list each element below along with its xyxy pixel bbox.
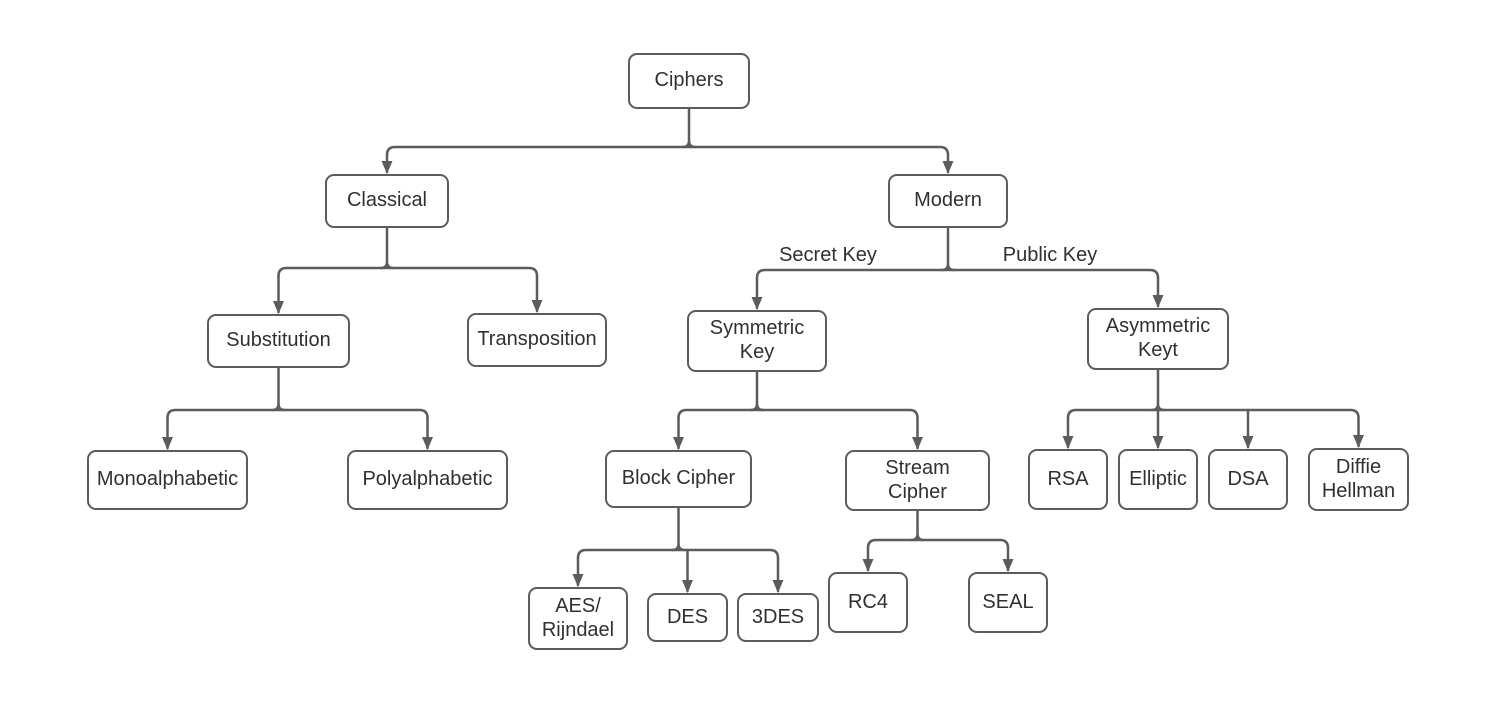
connector-classical-drop: [379, 226, 395, 270]
connector-ciphers-bar: [385, 145, 950, 157]
node-symmetric-key: Symmetric Key: [687, 310, 827, 372]
node-rc4: RC4: [828, 572, 908, 633]
connector-symmetric-key-bar: [677, 408, 919, 420]
node-elliptic: Elliptic: [1118, 449, 1198, 510]
edge-label-secret-key: Secret Key: [779, 244, 877, 266]
connector-asymmetric-keyt-bar: [1066, 408, 1360, 420]
node-polyalphabetic: Polyalphabetic: [347, 450, 508, 510]
connector-block-cipher-bar: [576, 548, 780, 560]
node-3des: 3DES: [737, 593, 819, 642]
connector-stream-cipher-bar: [866, 538, 1010, 550]
connector-asymmetric-keyt-drop: [1150, 368, 1166, 412]
edge-label-public-key: Public Key: [1002, 244, 1098, 266]
node-ciphers: Ciphers: [628, 53, 750, 109]
node-block-cipher: Block Cipher: [605, 450, 752, 508]
node-diffie-hellman: Diffie Hellman: [1308, 448, 1409, 511]
node-classical: Classical: [325, 174, 449, 228]
connector-substitution-bar: [166, 408, 429, 420]
node-stream-cipher: Stream Cipher: [845, 450, 990, 511]
node-transposition: Transposition: [467, 313, 607, 367]
node-des: DES: [647, 593, 728, 642]
node-substitution: Substitution: [207, 314, 350, 368]
connector-modern-bar: [755, 268, 1160, 280]
node-rsa: RSA: [1028, 449, 1108, 510]
connector-symmetric-key-drop: [749, 370, 765, 412]
node-monoalphabetic: Monoalphabetic: [87, 450, 248, 510]
connector-block-cipher-drop: [671, 506, 686, 552]
node-dsa: DSA: [1208, 449, 1288, 510]
connector-substitution-drop: [271, 366, 286, 412]
node-seal: SEAL: [968, 572, 1048, 633]
node-modern: Modern: [888, 174, 1008, 228]
connector-modern-drop: [940, 226, 956, 272]
node-asymmetric-keyt: Asymmetric Keyt: [1087, 308, 1229, 370]
connector-ciphers-drop: [681, 107, 697, 149]
node-aes-rijndael: AES/ Rijndael: [528, 587, 628, 650]
connector-classical-bar: [277, 266, 539, 278]
connector-stream-cipher-drop: [910, 509, 925, 542]
